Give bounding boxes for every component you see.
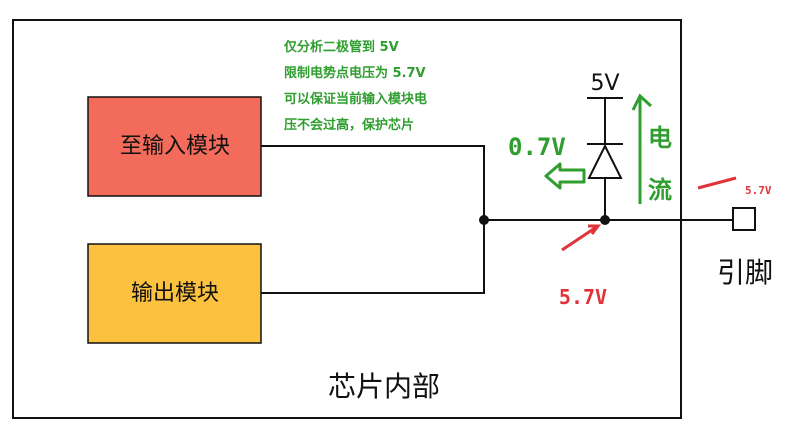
input-wire bbox=[261, 145, 485, 220]
output-module-label: 输出模块 bbox=[131, 281, 219, 306]
current-label-top: 电 bbox=[648, 124, 672, 152]
annotation-block: 仅分析二极管到 5V 限制电势点电压为 5.7V 可以保证当前输入模块电 压不会… bbox=[283, 39, 427, 133]
node-voltage-label: 5.7V bbox=[559, 285, 607, 309]
diode-drop-label: 0.7V bbox=[508, 133, 566, 161]
red-arrow-node-icon bbox=[561, 224, 599, 252]
junction-dot bbox=[479, 215, 489, 225]
output-module-box bbox=[87, 243, 262, 344]
input-module-label: 至输入模块 bbox=[120, 134, 230, 159]
pin-voltage-label: 5.7V bbox=[745, 184, 772, 197]
pin-terminal bbox=[732, 207, 756, 231]
output-wire bbox=[261, 220, 485, 294]
diode-icon bbox=[587, 143, 623, 179]
current-label-bottom: 流 bbox=[648, 176, 672, 204]
left-arrow-icon bbox=[544, 162, 586, 190]
current-arrow-head bbox=[631, 93, 653, 111]
chip-label: 芯片内部 bbox=[328, 370, 440, 403]
annotation-line: 可以保证当前输入模块电 bbox=[284, 91, 427, 107]
annotation-line: 限制电势点电压为 5.7V bbox=[284, 65, 426, 81]
red-arrow-node-head bbox=[588, 224, 601, 235]
red-arrow-pin-icon bbox=[697, 176, 737, 190]
annotation-line: 仅分析二极管到 5V bbox=[283, 39, 399, 55]
input-module-box bbox=[87, 96, 262, 197]
supply-label: 5V bbox=[590, 71, 619, 96]
annotation-line: 压不会过高，保护芯片 bbox=[284, 117, 414, 133]
pin-label: 引脚 bbox=[717, 256, 773, 289]
